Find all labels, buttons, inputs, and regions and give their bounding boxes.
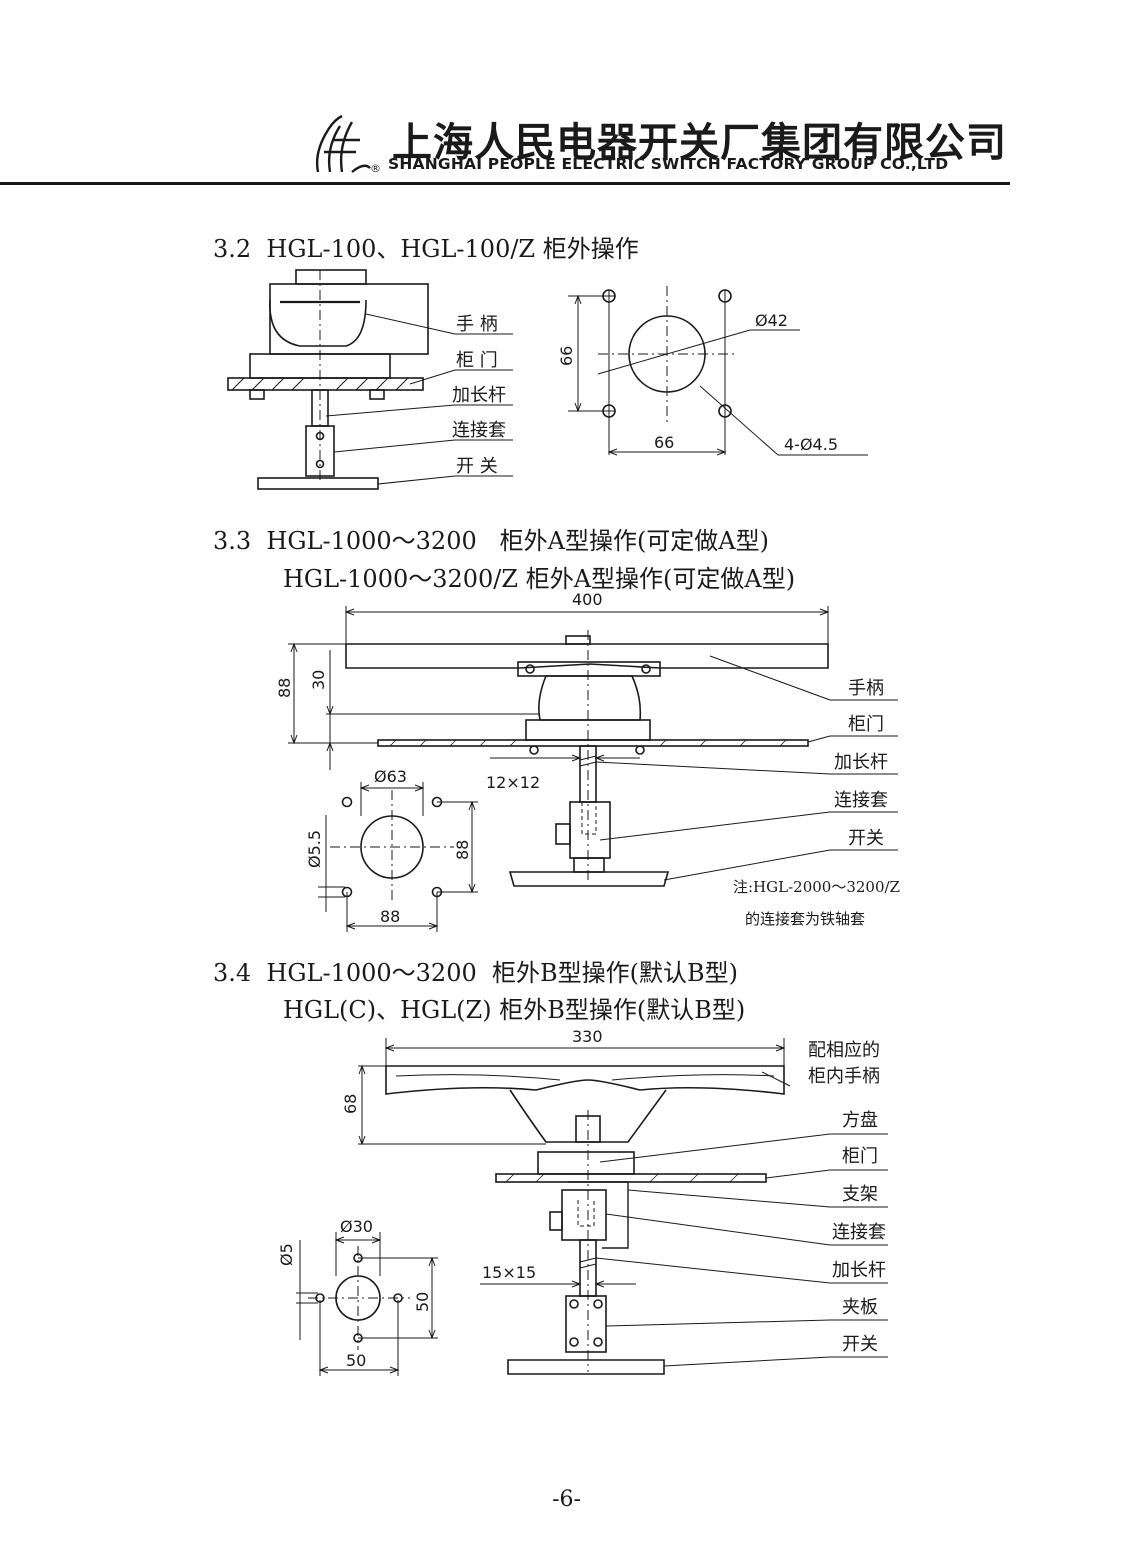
label-switch-3-4: 开关 [842, 1334, 878, 1355]
label-switch-3-3: 开关 [848, 828, 884, 849]
label-handle-3-2: 手 柄 [456, 314, 498, 335]
dim-diameter-3-2: Ø42 [755, 311, 788, 330]
dim-hole-w-3-3: 88 [380, 907, 400, 926]
dim-height88-3-3: 88 [275, 678, 294, 698]
dim-height-3-2: 66 [557, 346, 576, 366]
drawing-3-4-side-view [358, 1038, 888, 1375]
company-name-cn: 上海人民电器开关厂集团有限公司 [392, 120, 1007, 166]
label-square-plate-3-4: 方盘 [842, 1110, 878, 1131]
company-name-en: SHANGHAI PEOPLE ELECTRIC SWITCH FACTORY … [388, 155, 949, 173]
section-3-4-subtitle: HGL(C)、HGL(Z) 柜外B型操作(默认B型) [283, 996, 746, 1024]
page-number: -6- [552, 1487, 581, 1512]
dim-hole-h-3-3: 88 [453, 840, 472, 860]
section-3-2-title: 3.2 HGL-100、HGL-100/Z 柜外操作 [213, 235, 639, 263]
drawing-3-3-side-view [288, 606, 898, 887]
dim-width-3-4: 330 [572, 1027, 603, 1046]
drawing-3-2-hole-pattern [568, 286, 868, 456]
label-clamp-plate-3-4: 夹板 [842, 1297, 878, 1318]
dim-d63-3-3: Ø63 [374, 767, 407, 786]
section-3-4-title: 3.4 HGL-1000～3200 柜外B型操作(默认B型) [213, 959, 738, 987]
label-handle-3-3: 手柄 [848, 678, 884, 699]
dim-height-3-4: 68 [341, 1094, 360, 1114]
drawing-3-3-hole-pattern [318, 782, 478, 932]
dim-holes-3-2: 4-Ø4.5 [784, 435, 838, 454]
label-matching-line1-3-4: 配相应的 [808, 1040, 880, 1061]
drawing-3-4-hole-pattern [296, 1232, 438, 1376]
dim-hole-w-3-4: 50 [346, 1351, 366, 1370]
dim-shaft-3-3: 12×12 [486, 773, 540, 792]
section-3-3-title: 3.3 HGL-1000～3200 柜外A型操作(可定做A型) [213, 527, 770, 555]
label-bracket-3-4: 支架 [842, 1184, 878, 1205]
label-extension-rod-3-3: 加长杆 [834, 752, 888, 773]
dim-shaft-3-4: 15×15 [482, 1263, 536, 1282]
dim-width-3-3: 400 [572, 590, 603, 609]
dim-d30-3-4: Ø30 [340, 1217, 373, 1236]
label-door-3-4: 柜门 [842, 1146, 878, 1167]
note-line-2: 的连接套为铁轴套 [745, 910, 865, 928]
header-rule [0, 182, 1010, 185]
label-switch-3-2: 开 关 [456, 456, 498, 477]
label-door-3-2: 柜 门 [456, 350, 498, 371]
note-line-1: 注:HGL-2000～3200/Z [733, 878, 900, 896]
registered-mark: ® [370, 162, 381, 175]
label-coupling-3-3: 连接套 [834, 790, 888, 811]
dim-width-3-2: 66 [654, 433, 674, 452]
company-logo [312, 112, 382, 182]
label-door-3-3: 柜门 [848, 714, 884, 735]
label-matching-line2-3-4: 柜内手柄 [808, 1066, 880, 1087]
dim-hole-h-3-4: 50 [413, 1292, 432, 1312]
drawing-3-2-side-view [227, 269, 513, 490]
label-coupling-3-2: 连接套 [452, 420, 506, 441]
dim-d5-3-4: Ø5 [277, 1243, 296, 1266]
label-coupling-3-4: 连接套 [832, 1222, 886, 1243]
label-extension-rod-3-2: 加长杆 [452, 385, 506, 406]
section-3-3-subtitle: HGL-1000～3200/Z 柜外A型操作(可定做A型) [283, 565, 796, 593]
dim-height30-3-3: 30 [309, 670, 328, 690]
label-extension-rod-3-4: 加长杆 [832, 1260, 886, 1281]
dim-d55-3-3: Ø5.5 [305, 830, 324, 868]
